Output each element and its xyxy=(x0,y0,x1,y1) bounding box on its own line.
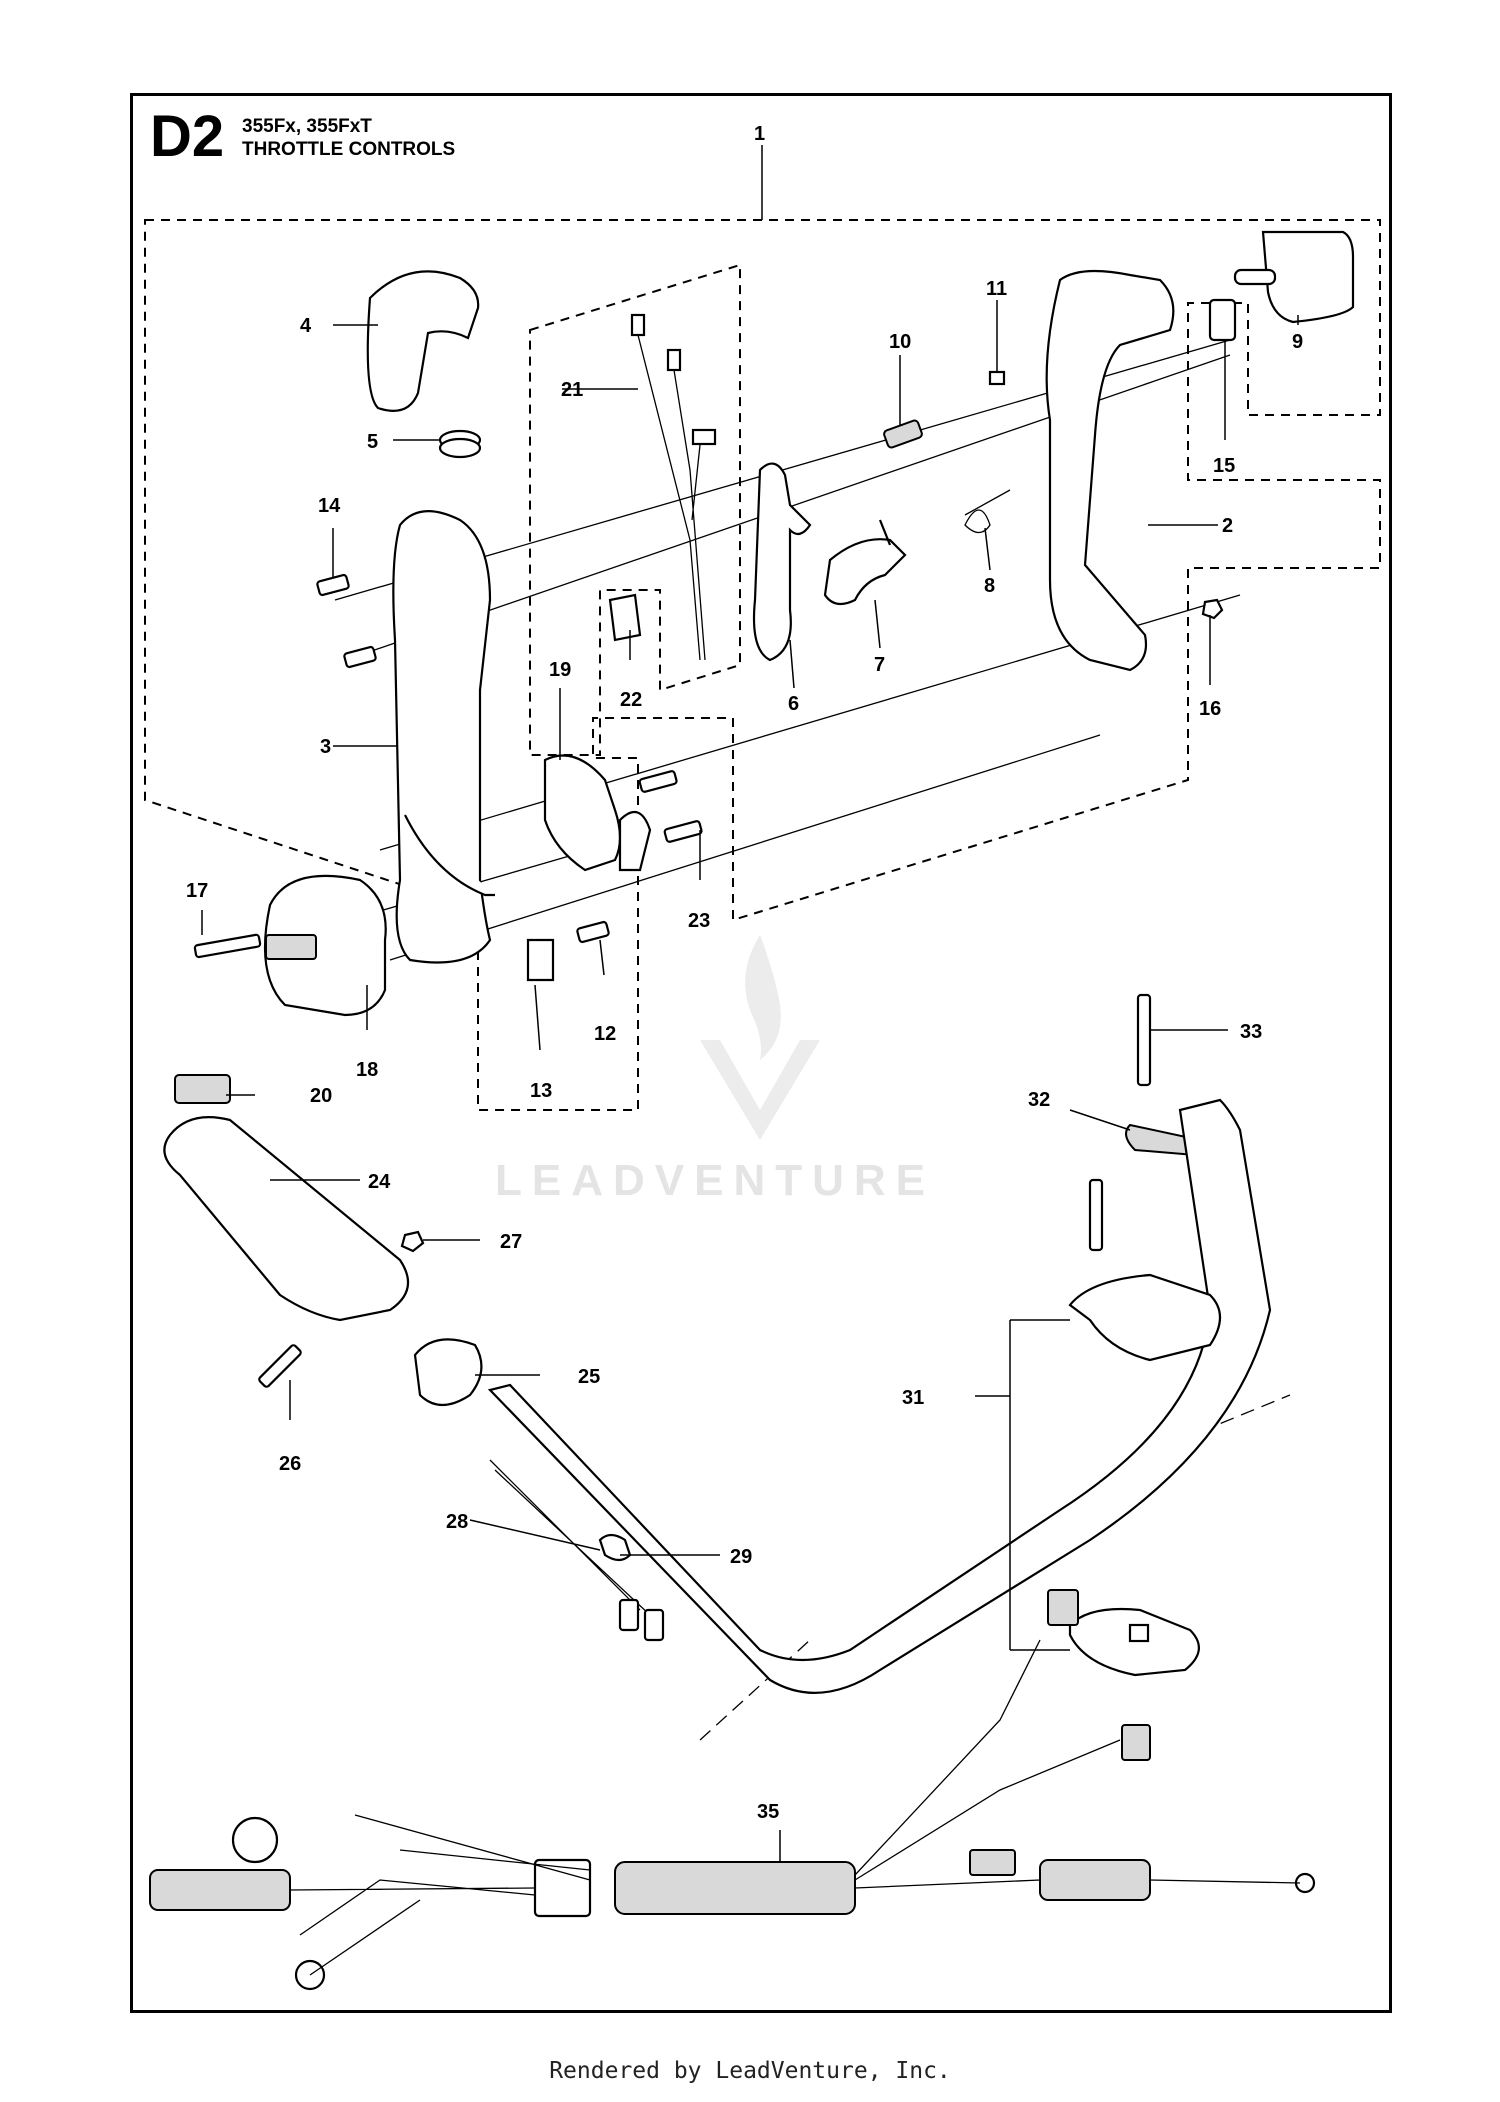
callout-33: 33 xyxy=(1240,1021,1262,1043)
group-boundaries xyxy=(144,219,1381,1111)
watermark-logo: LEADVENTURE xyxy=(495,935,935,1205)
part-22-clip xyxy=(608,593,642,642)
callout-26: 26 xyxy=(279,1453,301,1475)
part-11-nut xyxy=(988,370,1006,386)
part-23-screws xyxy=(638,770,703,843)
part-18-housing xyxy=(263,874,387,1017)
part-4-lever xyxy=(366,270,480,412)
part-35-harness xyxy=(149,1589,1316,1991)
callout-21: 21 xyxy=(561,379,583,401)
callout-1: 1 xyxy=(754,123,765,145)
part-13-bracket xyxy=(526,938,555,982)
callout-20: 20 xyxy=(310,1085,332,1107)
callout-27: 27 xyxy=(500,1231,522,1253)
part-24-grip xyxy=(163,1116,410,1322)
part-31-clamp-assembly xyxy=(1068,1178,1222,1677)
section-title: THROTTLE CONTROLS xyxy=(242,139,456,160)
part-12-screw xyxy=(576,920,610,944)
part-16-nut xyxy=(1201,598,1224,620)
part-19-bracket xyxy=(543,754,652,872)
part-10-spring xyxy=(883,419,923,449)
part-7-lockout xyxy=(823,519,907,606)
callout-22: 22 xyxy=(620,689,642,711)
callout-8: 8 xyxy=(984,575,995,597)
callout-2: 2 xyxy=(1222,515,1233,537)
callout-29: 29 xyxy=(730,1546,752,1568)
callout-19: 19 xyxy=(549,659,571,681)
callout-32: 32 xyxy=(1028,1089,1050,1111)
callout-15: 15 xyxy=(1213,455,1235,477)
footer-credit: Rendered by LeadVenture, Inc. xyxy=(549,2058,951,2084)
callout-5: 5 xyxy=(367,431,378,453)
callout-25: 25 xyxy=(578,1366,600,1388)
part-6-trigger xyxy=(752,462,812,662)
callout-3: 3 xyxy=(320,736,331,758)
part-3-handle-half xyxy=(392,510,495,964)
callout-31: 31 xyxy=(902,1387,924,1409)
part-8-spring xyxy=(964,489,1011,534)
part-2-handle-half xyxy=(1045,269,1175,672)
page-code: D2 xyxy=(150,104,225,169)
part-14-screws xyxy=(316,573,377,669)
part-25-knob xyxy=(413,1338,483,1407)
part-29-clip xyxy=(598,1533,632,1562)
part-9-guard xyxy=(1233,230,1355,324)
callout-10: 10 xyxy=(889,331,911,353)
watermark-text: LEADVENTURE xyxy=(495,1156,935,1205)
callout-7: 7 xyxy=(874,654,885,676)
callout-4: 4 xyxy=(300,315,312,337)
part-27-nut xyxy=(400,1230,425,1253)
part-21-harness xyxy=(630,313,717,661)
callout-35: 35 xyxy=(757,1801,779,1823)
callout-labels: 1 2 3 4 5 6 7 8 9 10 11 12 13 14 15 16 1… xyxy=(186,123,1303,1823)
callout-11: 11 xyxy=(986,278,1007,300)
callout-9: 9 xyxy=(1292,331,1303,353)
part-20-switch xyxy=(174,1074,231,1104)
callout-24: 24 xyxy=(368,1171,391,1193)
part-28-wire xyxy=(489,1459,665,1642)
callout-13: 13 xyxy=(530,1080,552,1102)
part-17-screw xyxy=(193,933,262,959)
callout-28: 28 xyxy=(446,1511,468,1533)
callout-18: 18 xyxy=(356,1059,378,1081)
model-line: 355Fx, 355FxT xyxy=(242,116,372,137)
callout-17: 17 xyxy=(186,880,208,902)
diagram-frame xyxy=(130,93,1392,2013)
callout-14: 14 xyxy=(318,495,341,517)
part-33-bolt xyxy=(1136,993,1152,1087)
part-26-screw xyxy=(258,1344,302,1388)
part-15-switch xyxy=(1208,298,1237,342)
callout-23: 23 xyxy=(688,910,710,932)
callout-6: 6 xyxy=(788,693,799,715)
handlebar-tube xyxy=(487,1098,1272,1694)
callout-12: 12 xyxy=(594,1023,616,1045)
part-5-spring xyxy=(438,429,482,459)
callout-16: 16 xyxy=(1199,698,1221,720)
leader-lines xyxy=(201,145,1299,1862)
